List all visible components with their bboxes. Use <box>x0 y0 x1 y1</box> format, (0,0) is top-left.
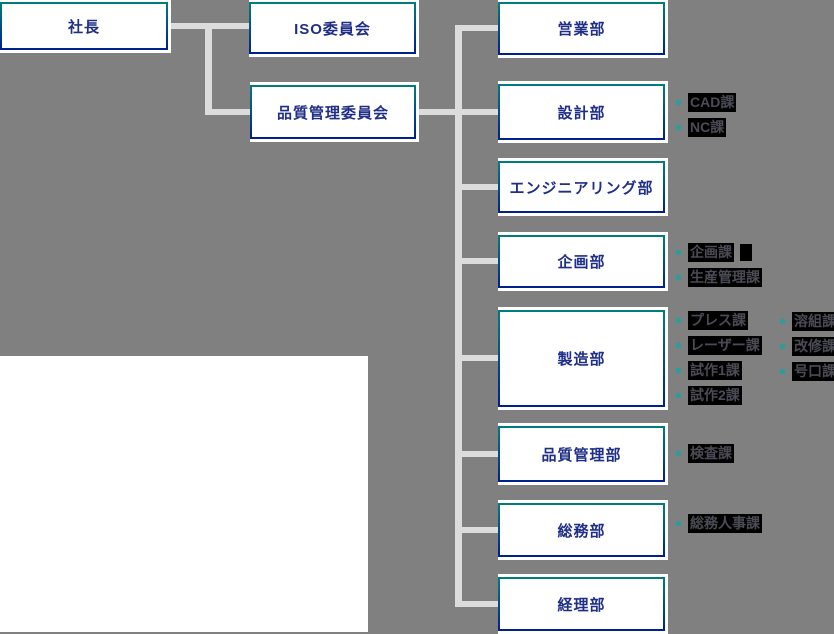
design-section-list: CAD課 NC課 <box>676 90 737 140</box>
box-dept-design-label: 設計部 <box>498 84 665 140</box>
list-item: 試作1課 <box>676 358 762 383</box>
manufacturing-section-list-col2: 溶組課 改修課 号口課 <box>780 309 834 384</box>
connector-trunk <box>455 27 462 607</box>
box-dept-design: 設計部 <box>498 81 668 143</box>
box-dept-sales: 営業部 <box>498 0 668 58</box>
section-label: 試作2課 <box>688 386 742 405</box>
connector-stub-accounting <box>455 601 498 607</box>
highlight-artifact <box>740 244 752 261</box>
box-iso-committee: ISO委員会 <box>249 0 419 57</box>
manufacturing-section-list-col1: プレス課 レーザー課 試作1課 試作2課 <box>676 308 762 408</box>
general-affairs-section-list: 総務人事課 <box>676 511 762 536</box>
section-label: 生産管理課 <box>688 268 762 287</box>
box-dept-general-affairs: 総務部 <box>498 500 668 560</box>
connector-stub-quality <box>455 451 498 457</box>
list-item: CAD課 <box>676 90 737 115</box>
connector-stub-planning <box>455 258 498 264</box>
list-item: NC課 <box>676 115 736 140</box>
section-label: 号口課 <box>792 362 834 381</box>
connector-stub-general-affairs <box>455 527 498 533</box>
section-label: 総務人事課 <box>688 514 762 533</box>
list-item: 改修課 <box>780 334 834 359</box>
box-president-label: 社長 <box>0 2 168 50</box>
box-dept-planning: 企画部 <box>498 232 668 291</box>
list-item: 溶組課 <box>780 309 834 334</box>
box-quality-committee: 品質管理委員会 <box>250 82 419 142</box>
list-item: 企画課 <box>676 240 762 265</box>
connector-president-down <box>205 23 212 113</box>
box-dept-manufacturing: 製造部 <box>498 307 668 410</box>
box-dept-manufacturing-label: 製造部 <box>498 310 665 407</box>
list-item: レーザー課 <box>676 333 762 358</box>
section-label: NC課 <box>688 118 727 137</box>
box-dept-accounting: 経理部 <box>498 574 668 634</box>
section-label: 改修課 <box>792 337 834 356</box>
list-item: 検査課 <box>676 441 734 466</box>
planning-section-list: 企画課 生産管理課 <box>676 240 762 290</box>
list-item: プレス課 <box>676 308 762 333</box>
box-dept-quality: 品質管理部 <box>498 423 668 485</box>
box-dept-engineering-label: エンジニアリング部 <box>498 161 665 213</box>
box-dept-accounting-label: 経理部 <box>498 577 665 631</box>
box-dept-general-affairs-label: 総務部 <box>498 503 665 557</box>
list-item: 試作2課 <box>676 383 762 408</box>
box-dept-engineering: エンジニアリング部 <box>498 158 668 216</box>
box-iso-committee-label: ISO委員会 <box>249 2 416 54</box>
box-dept-quality-label: 品質管理部 <box>498 426 665 482</box>
section-label: 検査課 <box>688 444 734 463</box>
box-dept-sales-label: 営業部 <box>498 2 665 55</box>
box-president: 社長 <box>0 0 171 53</box>
box-quality-committee-label: 品質管理委員会 <box>250 85 416 139</box>
page-white-area <box>0 356 368 632</box>
section-label: CAD課 <box>688 93 737 112</box>
connector-stub-sales <box>455 25 498 31</box>
list-item: 号口課 <box>780 359 834 384</box>
list-item: 総務人事課 <box>676 511 762 536</box>
connector-stub-engineering <box>455 184 498 190</box>
list-item: 生産管理課 <box>676 265 762 290</box>
section-label: レーザー課 <box>688 336 762 355</box>
quality-section-list: 検査課 <box>676 441 734 466</box>
section-label: プレス課 <box>688 311 748 330</box>
section-label: 溶組課 <box>792 312 834 331</box>
connector-stub-manufacturing <box>455 355 498 361</box>
section-label: 試作1課 <box>688 361 742 380</box>
section-label: 企画課 <box>688 243 734 262</box>
box-dept-planning-label: 企画部 <box>498 235 665 288</box>
